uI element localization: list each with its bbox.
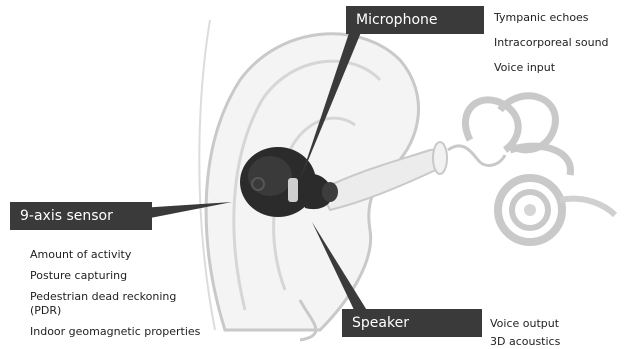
- speaker-label: Speaker: [342, 309, 482, 337]
- eardrum: [433, 142, 447, 174]
- sensor-label: 9-axis sensor: [10, 202, 152, 230]
- speaker-feature-list: Voice output 3D acoustics: [490, 317, 620, 349]
- sensor-feature: Pedestrian dead reckoning (PDR): [30, 290, 190, 318]
- sensor-feature: Posture capturing: [30, 269, 220, 283]
- sensor-feature: Amount of activity: [30, 248, 220, 262]
- microphone-feature-list: Tympanic echoes Intracorporeal sound Voi…: [494, 11, 624, 75]
- sensor-feature-list: Amount of activity Posture capturing Ped…: [30, 248, 220, 339]
- microphone-feature: Tympanic echoes: [494, 11, 624, 25]
- auditory-nerve: [560, 199, 615, 215]
- microphone-feature: Voice input: [494, 61, 624, 75]
- cochlea: [498, 178, 562, 242]
- ossicles: [448, 146, 505, 166]
- microphone-label: Microphone: [346, 6, 484, 34]
- speaker-feature: Voice output: [490, 317, 620, 331]
- microphone-feature: Intracorporeal sound: [494, 36, 624, 50]
- sensor-feature: Indoor geomagnetic properties: [30, 325, 220, 339]
